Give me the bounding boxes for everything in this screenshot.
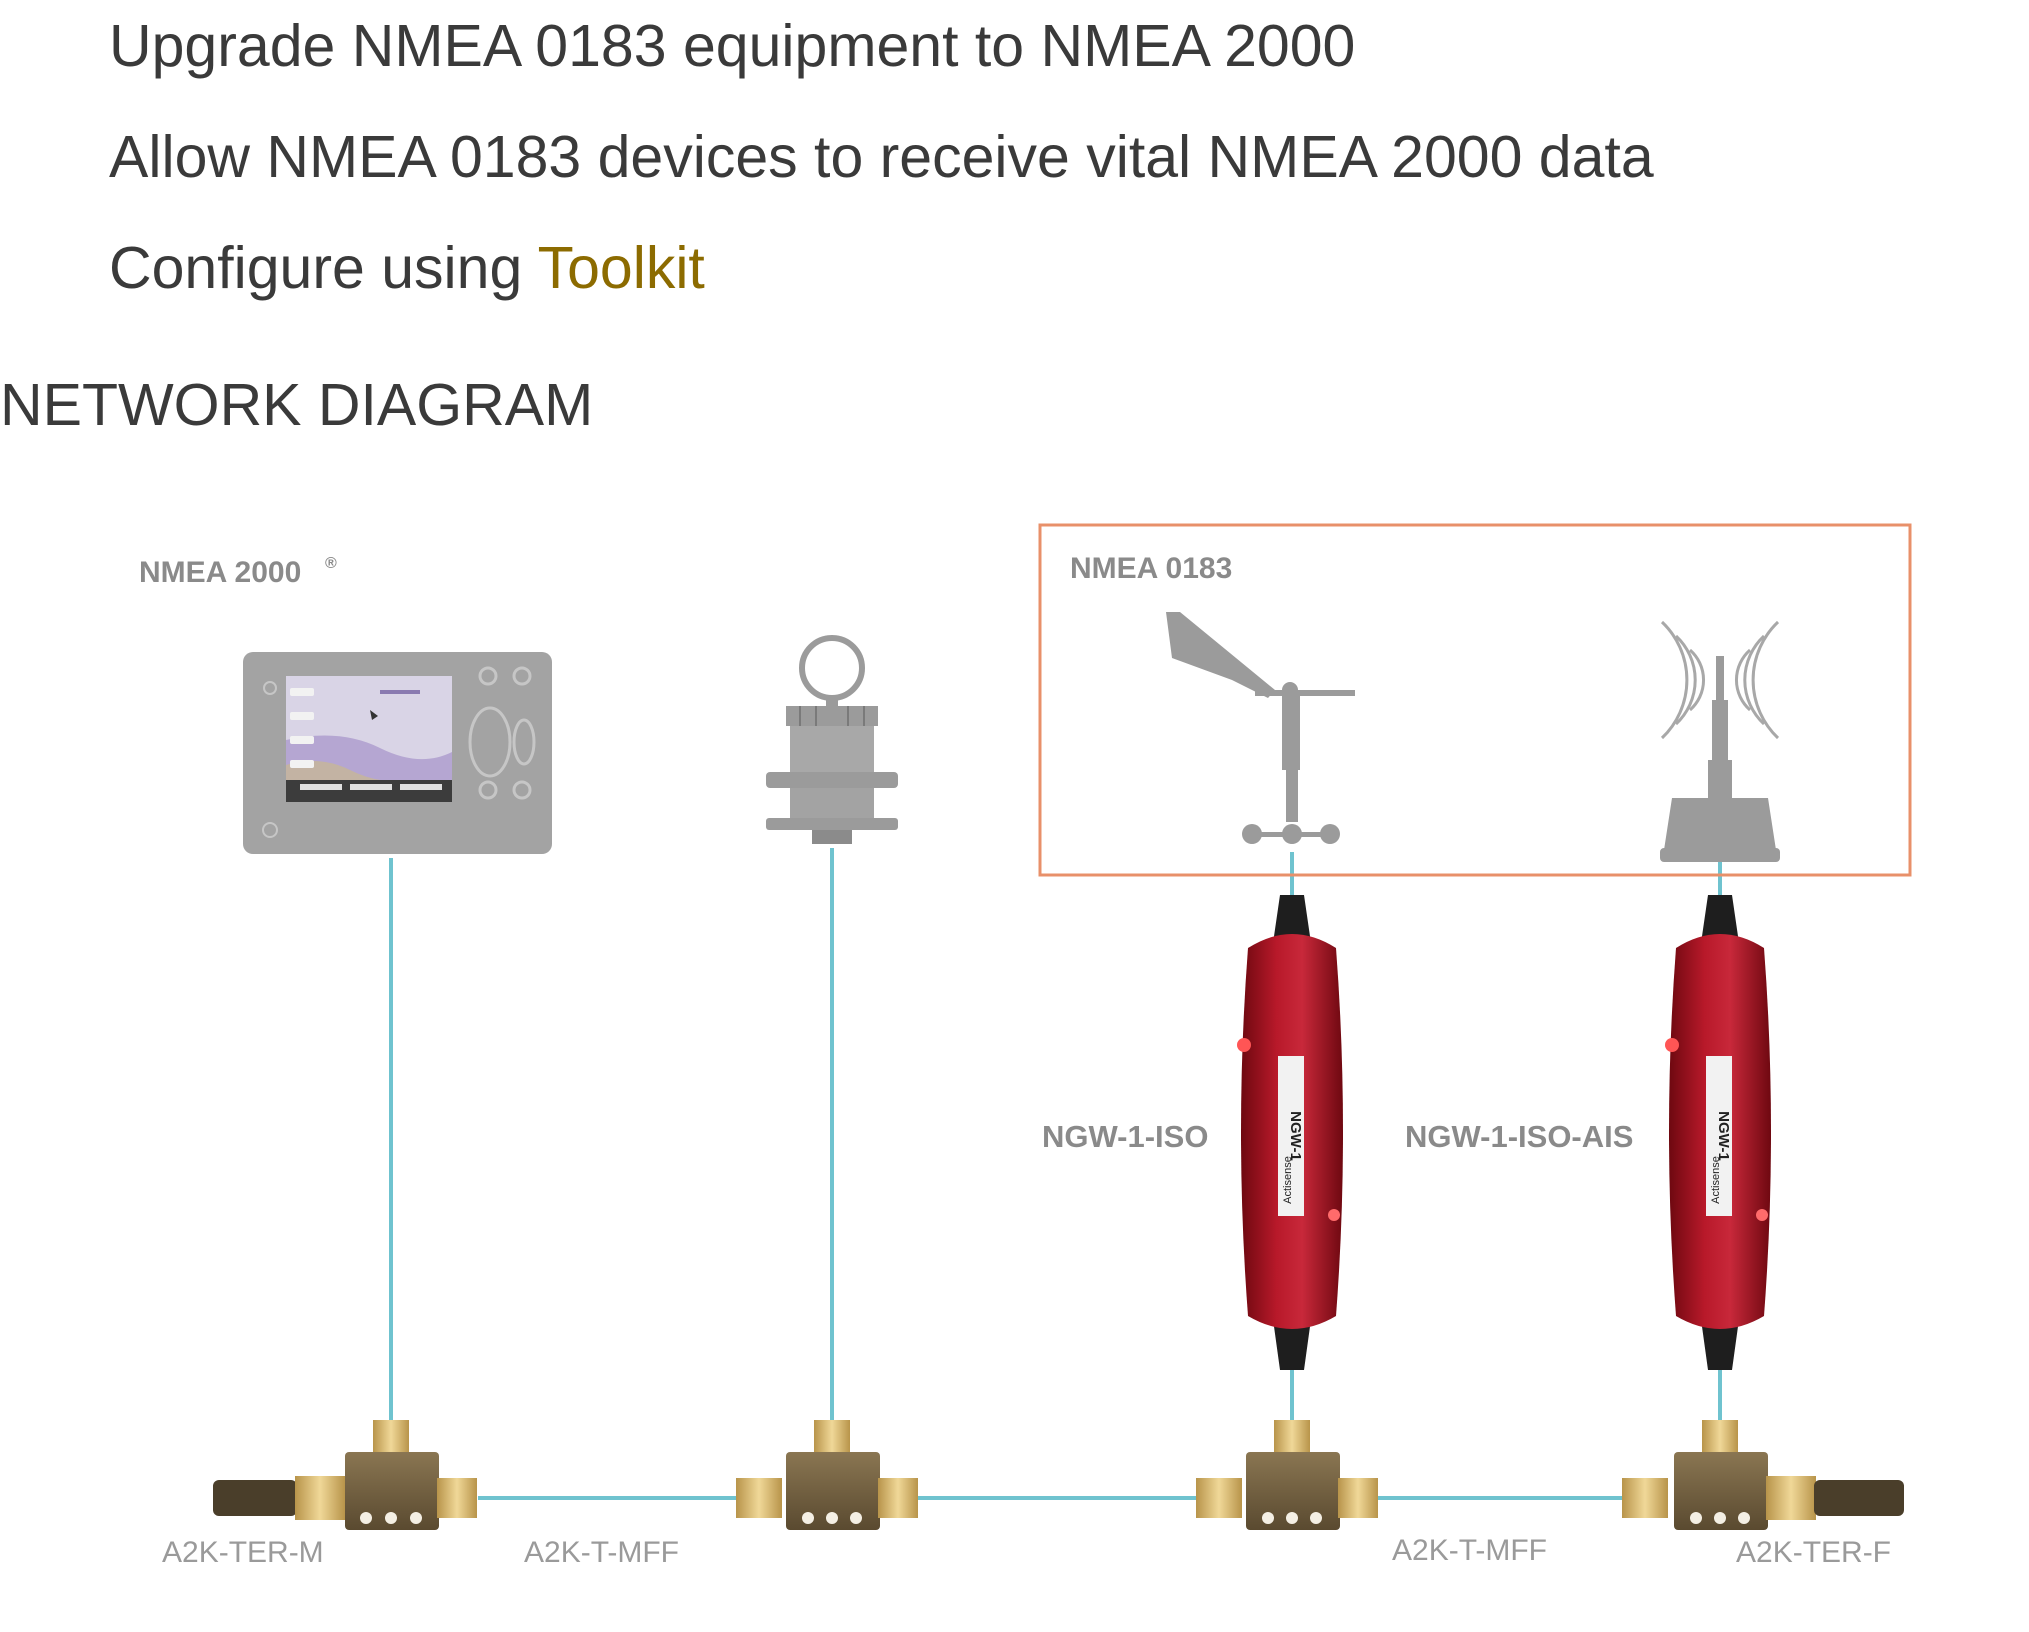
part-label-terminator-female: A2K-TER-F [1736,1536,1891,1569]
tee-connector-icon [1196,1420,1378,1530]
part-label-tee-1: A2K-T-MFF [524,1536,679,1569]
feature-configure: Configure using Toolkit [109,239,705,298]
feature-receive-data: Allow NMEA 0183 devices to receive vital… [109,124,1654,190]
gateway2-brand-text: Actisense [1710,1156,1722,1204]
part-label-tee-2: A2K-T-MFF [1392,1534,1547,1567]
tee-connector-icon [345,1420,477,1530]
terminator-icon [213,1476,345,1520]
gateway2-model-text: NGW-1 [1715,1111,1732,1161]
feature-upgrade: Upgrade NMEA 0183 equipment to NMEA 2000 [109,13,1356,79]
depth-transducer-icon [766,635,898,844]
registered-mark: ® [325,555,337,572]
wind-sensor-icon [1166,612,1355,844]
part-label-terminator-male: A2K-TER-M [162,1536,324,1569]
tee-connector-icon [736,1420,918,1530]
group-label-nmea2000: NMEA 2000 [139,556,301,589]
ais-antenna-icon [1660,620,1780,862]
drop-cables [389,848,1722,1425]
gateway1-brand-text: Actisense [1282,1156,1294,1204]
terminator-icon [1766,1476,1904,1520]
chartplotter-icon [243,652,552,854]
section-heading: NETWORK DIAGRAM [0,372,594,438]
gateway-icon: NGW-1 Actisense [1665,895,1771,1370]
toolkit-link[interactable]: Toolkit [537,235,705,301]
tee-connector-icon [1622,1420,1768,1530]
group-label-nmea0183: NMEA 0183 [1070,552,1232,585]
nmea0183-group-box [1038,523,1912,877]
gateway1-model-text: NGW-1 [1287,1111,1304,1161]
gateway-icon: NGW-1 Actisense [1237,895,1343,1370]
gateway1-label: NGW-1-ISO [1042,1119,1208,1154]
configure-prefix: Configure using [109,235,538,301]
gateway2-label: NGW-1-ISO-AIS [1405,1119,1633,1154]
